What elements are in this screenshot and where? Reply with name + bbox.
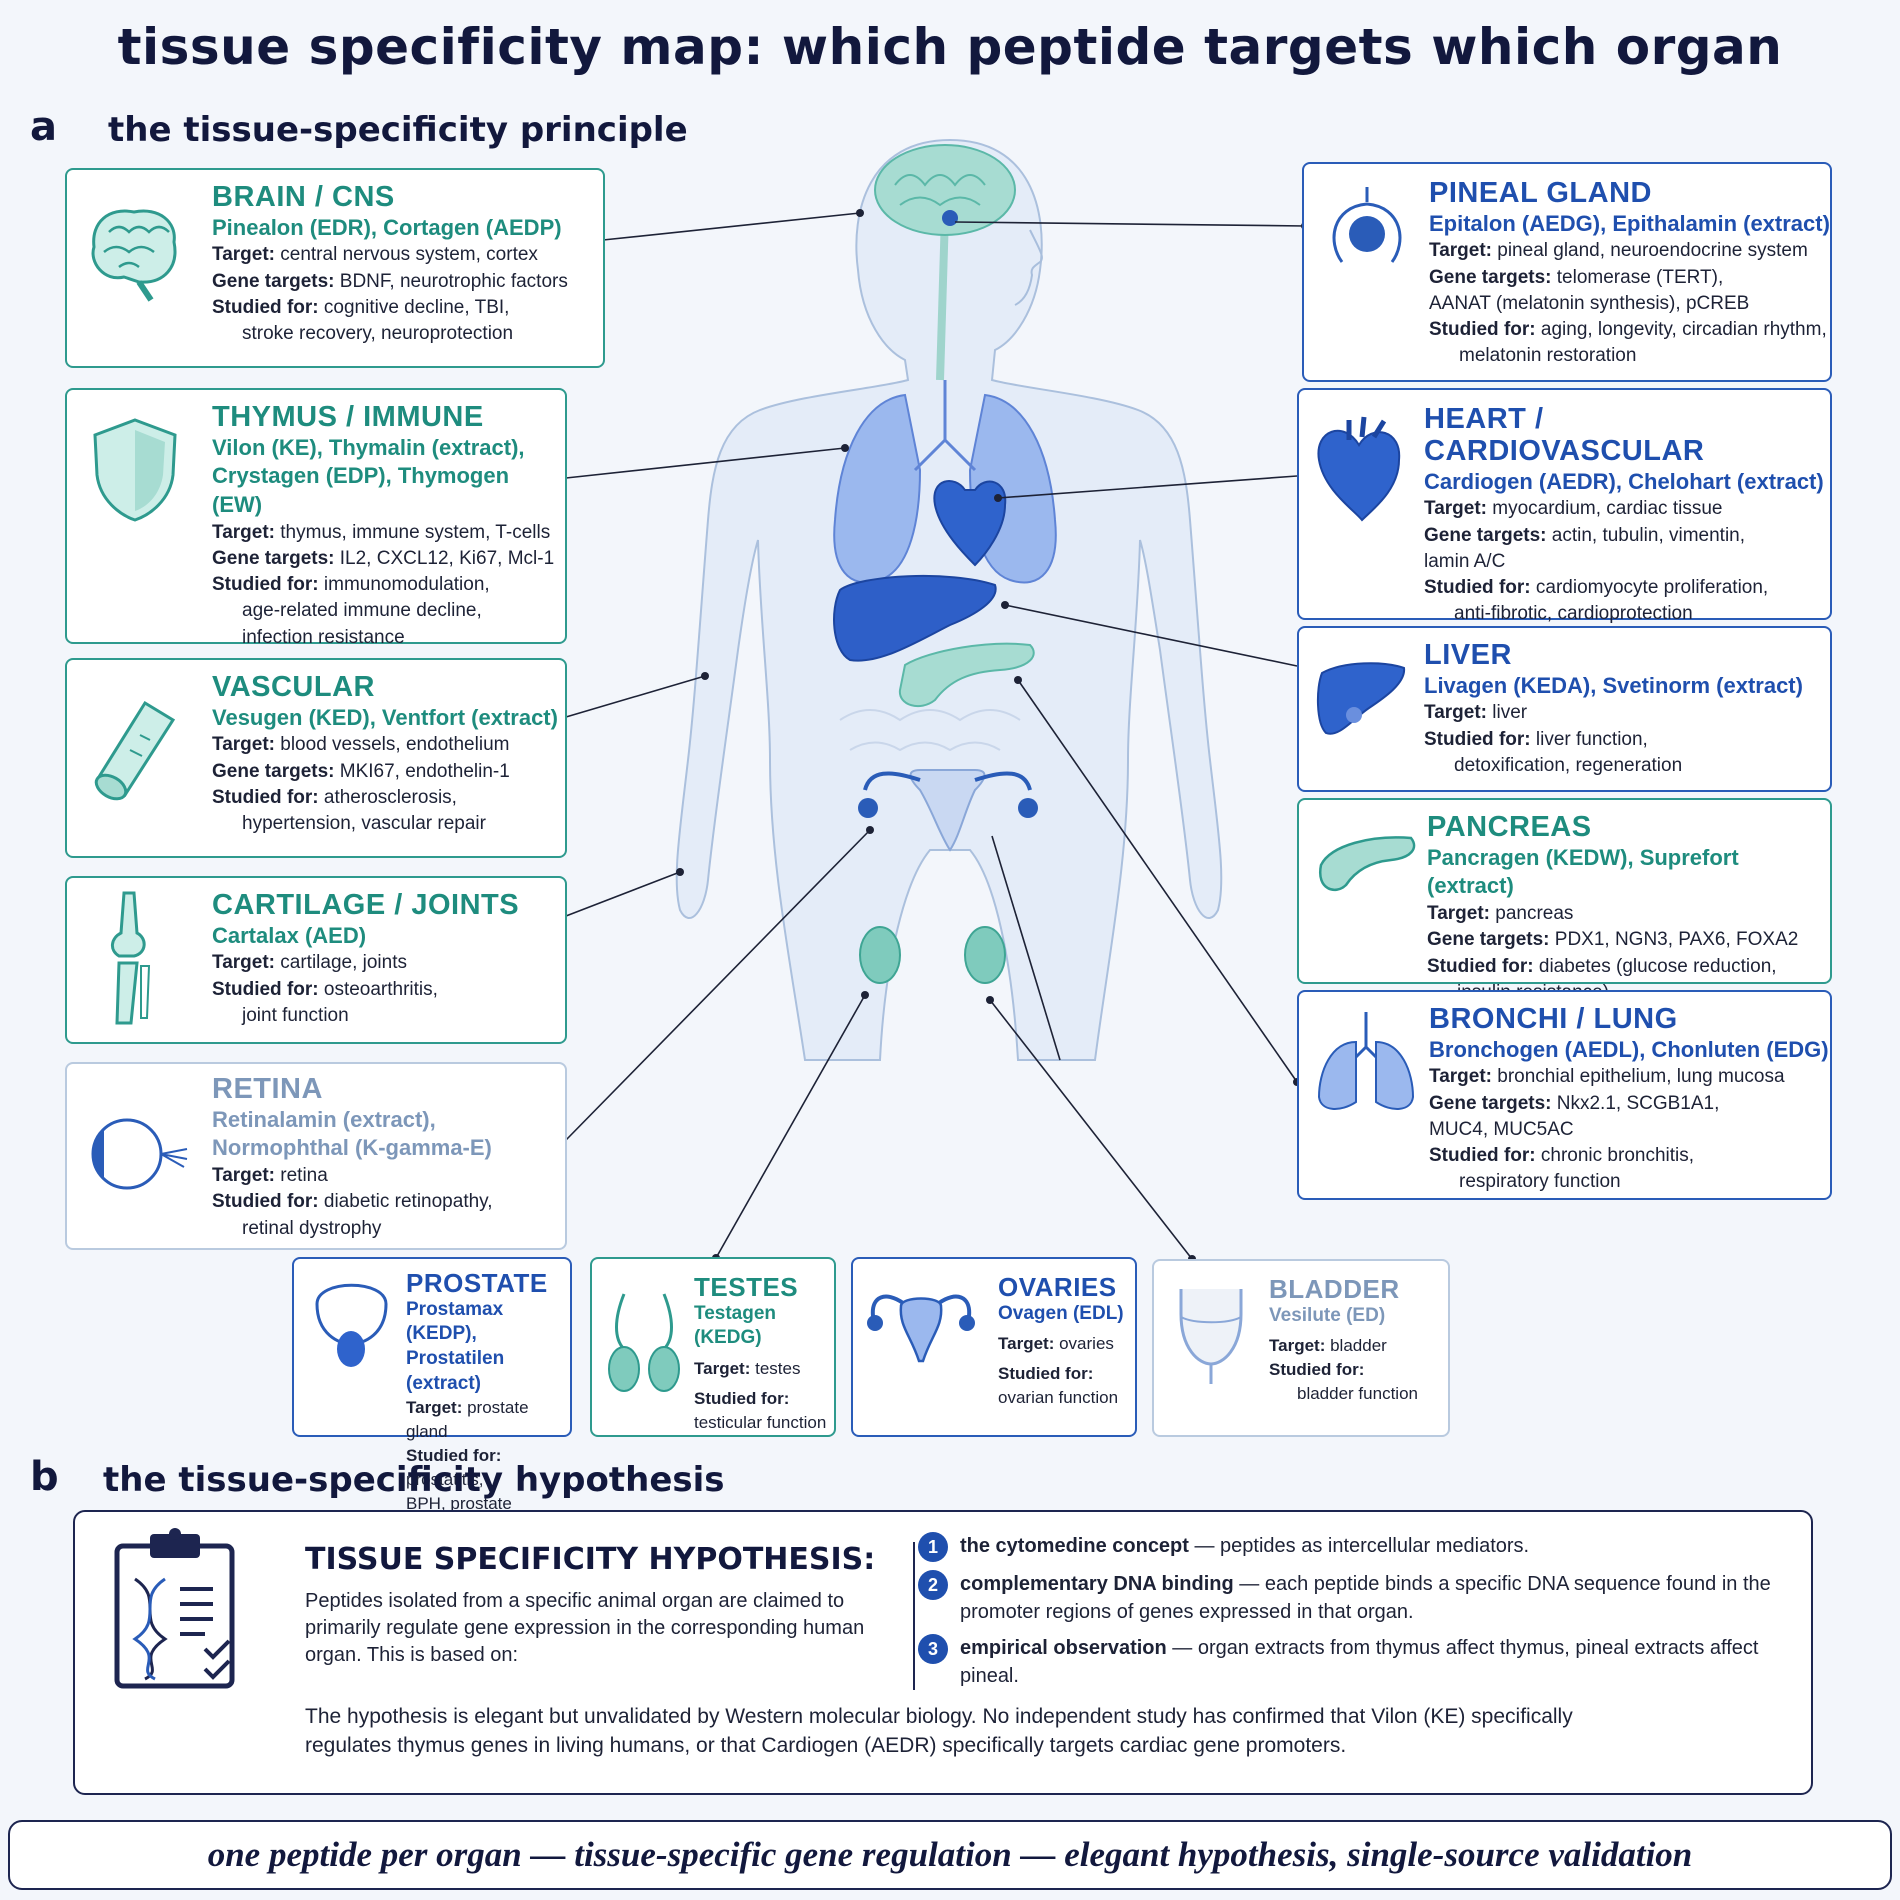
reproductive-organs <box>858 769 1038 852</box>
card-title: RETINA <box>212 1073 323 1105</box>
shield-icon <box>93 418 177 522</box>
card-title: HEART / CARDIOVASCULAR <box>1424 403 1705 467</box>
card-peptides: Pinealon (EDR), Cortagen (AEDP) <box>212 214 562 240</box>
bladder-icon <box>1179 1289 1243 1384</box>
card-thymus: THYMUS / IMMUNE Vilon (KE), Thymalin (ex… <box>65 388 567 648</box>
pancreas-organ <box>898 642 1035 708</box>
brain-organ <box>874 144 1016 236</box>
heart-organ <box>933 480 1007 567</box>
prostate-icon <box>315 1283 388 1367</box>
card-title: BRONCHI / LUNG <box>1429 1003 1678 1035</box>
testis-left <box>859 926 901 984</box>
knee-joint-icon <box>111 891 151 1025</box>
card-title: OVARIES <box>998 1272 1117 1302</box>
card-retina: RETINA Retinalamin (extract), Normophtha… <box>65 1062 567 1250</box>
footer-banner: one peptide per organ — tissue-specific … <box>8 1820 1892 1890</box>
card-pineal: PINEAL GLAND Epitalon (AEDG), Epithalami… <box>1302 162 1832 382</box>
hypothesis-divider <box>913 1542 915 1690</box>
card-title: PROSTATE <box>406 1268 548 1298</box>
liver-icon <box>1316 662 1406 735</box>
hypothesis-heading: TISSUE SPECIFICITY HYPOTHESIS: <box>305 1542 876 1577</box>
ovaries-icon <box>867 1294 975 1363</box>
section-a-letter: a <box>30 104 57 150</box>
clipboard-dna-icon <box>114 1528 235 1689</box>
card-genes: BDNF, neurotrophic factors <box>339 270 568 292</box>
card-vascular: VASCULAR Vesugen (KED), Ventfort (extrac… <box>65 658 567 858</box>
hypothesis-box: TISSUE SPECIFICITY HYPOTHESIS: Peptides … <box>73 1510 1813 1795</box>
section-a-title: the tissue-specificity principle <box>108 110 688 150</box>
card-ovaries: OVARIES Ovagen (EDL) Target: ovaries Stu… <box>851 1257 1137 1437</box>
card-title: BRAIN / CNS <box>212 181 395 213</box>
card-prostate: PROSTATE Prostamax (KEDP), Prostatilen (… <box>292 1257 572 1536</box>
pineal-gland-icon <box>1332 187 1402 263</box>
hypothesis-description: Peptides isolated from a specific animal… <box>305 1590 865 1666</box>
connector-lines <box>565 212 1306 1260</box>
card-title: VASCULAR <box>212 671 375 703</box>
card-bladder: BLADDER Vesilute (ED) Target: bladder St… <box>1152 1259 1450 1437</box>
eye-icon <box>91 1118 188 1190</box>
card-title: TESTES <box>694 1272 799 1302</box>
blood-vessel-icon <box>94 700 176 801</box>
card-testes: TESTES Testagen (KEDG) Target: testes St… <box>590 1257 836 1437</box>
hypothesis-note: The hypothesis is elegant but unvalidate… <box>305 1705 1573 1758</box>
body-diagram <box>565 138 1309 1263</box>
page-title: tissue specificity map: which peptide ta… <box>117 18 1783 76</box>
lungs-icon <box>1317 1012 1415 1110</box>
card-studied: cognitive decline, TBI, <box>323 296 510 318</box>
card-cartilage: CARTILAGE / JOINTS Cartalax (AED) Target… <box>65 876 567 1044</box>
card-pancreas: PANCREAS Pancragen (KEDW), Suprefort (ex… <box>1297 798 1832 1003</box>
card-title: BLADDER <box>1269 1274 1400 1304</box>
card-bronchi: BRONCHI / LUNG Bronchogen (AEDL), Chonlu… <box>1297 990 1832 1200</box>
section-b-letter: b <box>30 1454 59 1500</box>
card-title: THYMUS / IMMUNE <box>212 401 484 433</box>
spinal-cord <box>936 214 949 381</box>
brain-icon <box>91 209 177 302</box>
liver-organ <box>833 574 997 662</box>
card-title: LIVER <box>1424 639 1512 671</box>
card-heart: HEART / CARDIOVASCULAR Cardiogen (AEDR),… <box>1297 388 1832 624</box>
card-title: PANCREAS <box>1427 811 1592 843</box>
heart-icon <box>1317 416 1401 522</box>
testes-icon <box>608 1293 680 1392</box>
pancreas-icon <box>1318 836 1416 891</box>
card-title: PINEAL GLAND <box>1429 177 1652 209</box>
section-b-title: the tissue-specificity hypothesis <box>103 1460 725 1500</box>
card-brain: BRAIN / CNS Pinealon (EDR), Cortagen (AE… <box>65 168 605 368</box>
testis-right <box>964 926 1006 984</box>
card-liver: LIVER Livagen (KEDA), Svetinorm (extract… <box>1297 626 1832 792</box>
card-target: central nervous system, cortex <box>280 244 538 266</box>
card-title: CARTILAGE / JOINTS <box>212 889 520 921</box>
